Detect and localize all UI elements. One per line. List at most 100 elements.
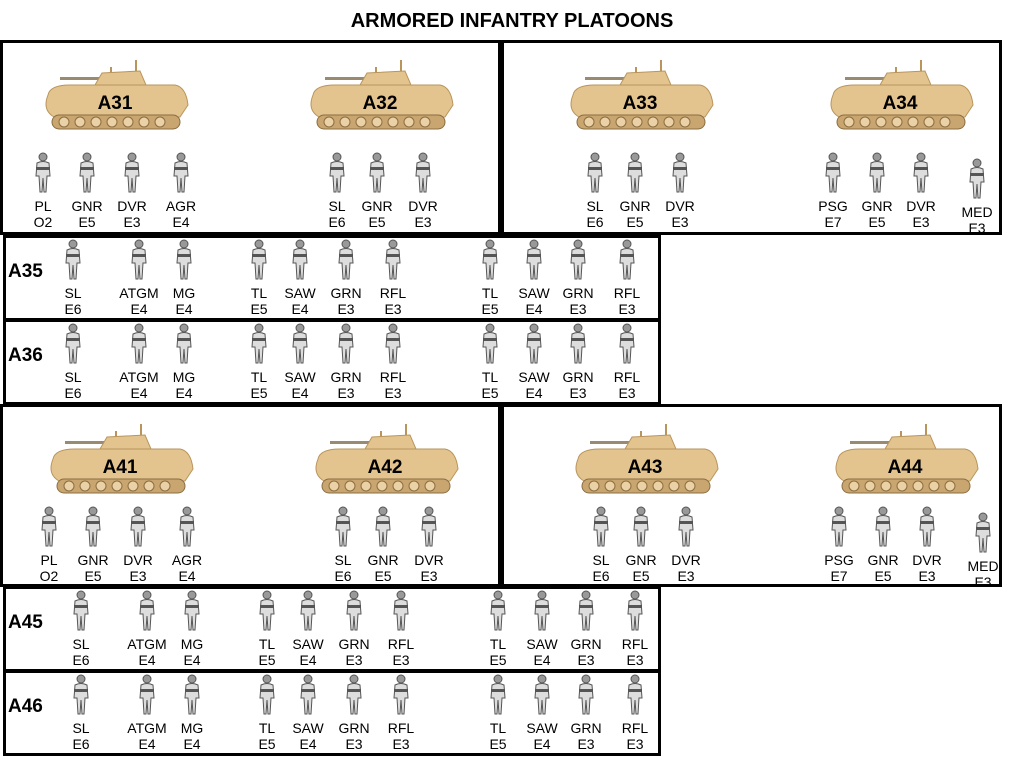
- soldier-role: TL: [258, 720, 276, 736]
- soldier-icon: [184, 590, 200, 631]
- soldier-icon: [969, 158, 985, 199]
- soldier-rank: E3: [345, 652, 363, 668]
- soldier-icon: [919, 506, 935, 547]
- soldier-icon: [131, 239, 147, 280]
- soldier-icon: [825, 152, 841, 193]
- soldier-rank: E3: [671, 214, 689, 230]
- soldier-rank: E3: [337, 301, 355, 317]
- soldier-role: MG: [180, 636, 204, 652]
- soldier-rank: E3: [677, 568, 695, 584]
- ifv-vehicle-icon: [835, 424, 979, 494]
- soldier-role: SL: [72, 720, 90, 736]
- soldier-icon: [975, 512, 991, 553]
- soldier-icon: [672, 152, 688, 193]
- soldier-rank: E3: [974, 574, 992, 590]
- soldier-role: SAW: [284, 369, 316, 385]
- soldier-rank: E4: [138, 652, 156, 668]
- vehicle-id: A41: [102, 457, 138, 478]
- soldier-role: DVR: [117, 198, 147, 214]
- soldier-rank: E3: [577, 736, 595, 752]
- soldier-role: DVR: [906, 198, 936, 214]
- soldier-rank: E6: [586, 214, 604, 230]
- soldier-role: ATGM: [119, 369, 159, 385]
- soldier-icon: [385, 323, 401, 364]
- vehicle-id: A34: [882, 93, 918, 114]
- soldier-icon: [678, 506, 694, 547]
- soldier-rank: E3: [626, 736, 644, 752]
- soldier-role: PSG: [824, 552, 854, 568]
- soldier-icon: [619, 323, 635, 364]
- vehicle-section-box: [0, 404, 501, 587]
- soldier-icon: [482, 323, 498, 364]
- soldier-rank: E5: [258, 736, 276, 752]
- soldier-role: TL: [250, 369, 268, 385]
- soldier-icon: [73, 590, 89, 631]
- soldier-rank: E4: [138, 736, 156, 752]
- soldier-role: SL: [72, 636, 90, 652]
- soldier-rank: E4: [183, 652, 201, 668]
- soldier-rank: E4: [299, 652, 317, 668]
- soldier-rank: E3: [414, 214, 432, 230]
- vehicle-a43: A43: [570, 419, 720, 504]
- soldier-role: MG: [172, 285, 196, 301]
- soldier-role: DVR: [408, 198, 438, 214]
- soldier-rank: E4: [533, 652, 551, 668]
- soldier-role: PL: [34, 198, 52, 214]
- soldier-rank: E5: [258, 652, 276, 668]
- soldier-rank: E4: [175, 385, 193, 401]
- soldier-icon: [79, 152, 95, 193]
- soldier-rank: E5: [481, 385, 499, 401]
- soldier-icon: [176, 239, 192, 280]
- soldier-role: SAW: [292, 720, 324, 736]
- soldier-icon: [831, 506, 847, 547]
- soldier-rank: E4: [525, 385, 543, 401]
- vehicle-a31: A31: [40, 55, 190, 140]
- soldier-role: SL: [586, 198, 604, 214]
- soldier-icon: [346, 674, 362, 715]
- vehicle-a42: A42: [310, 419, 460, 504]
- soldier-role: TL: [258, 636, 276, 652]
- soldier-rank: E5: [250, 385, 268, 401]
- soldier-rank: E5: [868, 214, 886, 230]
- soldier-role: GNR: [867, 552, 899, 568]
- soldier-rank: E6: [72, 652, 90, 668]
- soldier-role: PSG: [818, 198, 848, 214]
- soldier-role: SAW: [526, 720, 558, 736]
- squad-id: A36: [8, 345, 43, 366]
- soldier-rank: E4: [533, 736, 551, 752]
- soldier-icon: [73, 674, 89, 715]
- soldier-rank: E4: [299, 736, 317, 752]
- soldier-rank: E3: [384, 385, 402, 401]
- soldier-icon: [300, 674, 316, 715]
- soldier-role: MG: [180, 720, 204, 736]
- soldier-icon: [526, 323, 542, 364]
- ifv-vehicle-icon: [45, 60, 189, 130]
- soldier-icon: [335, 506, 351, 547]
- vehicle-section-box: [501, 404, 1002, 587]
- soldier-icon: [526, 239, 542, 280]
